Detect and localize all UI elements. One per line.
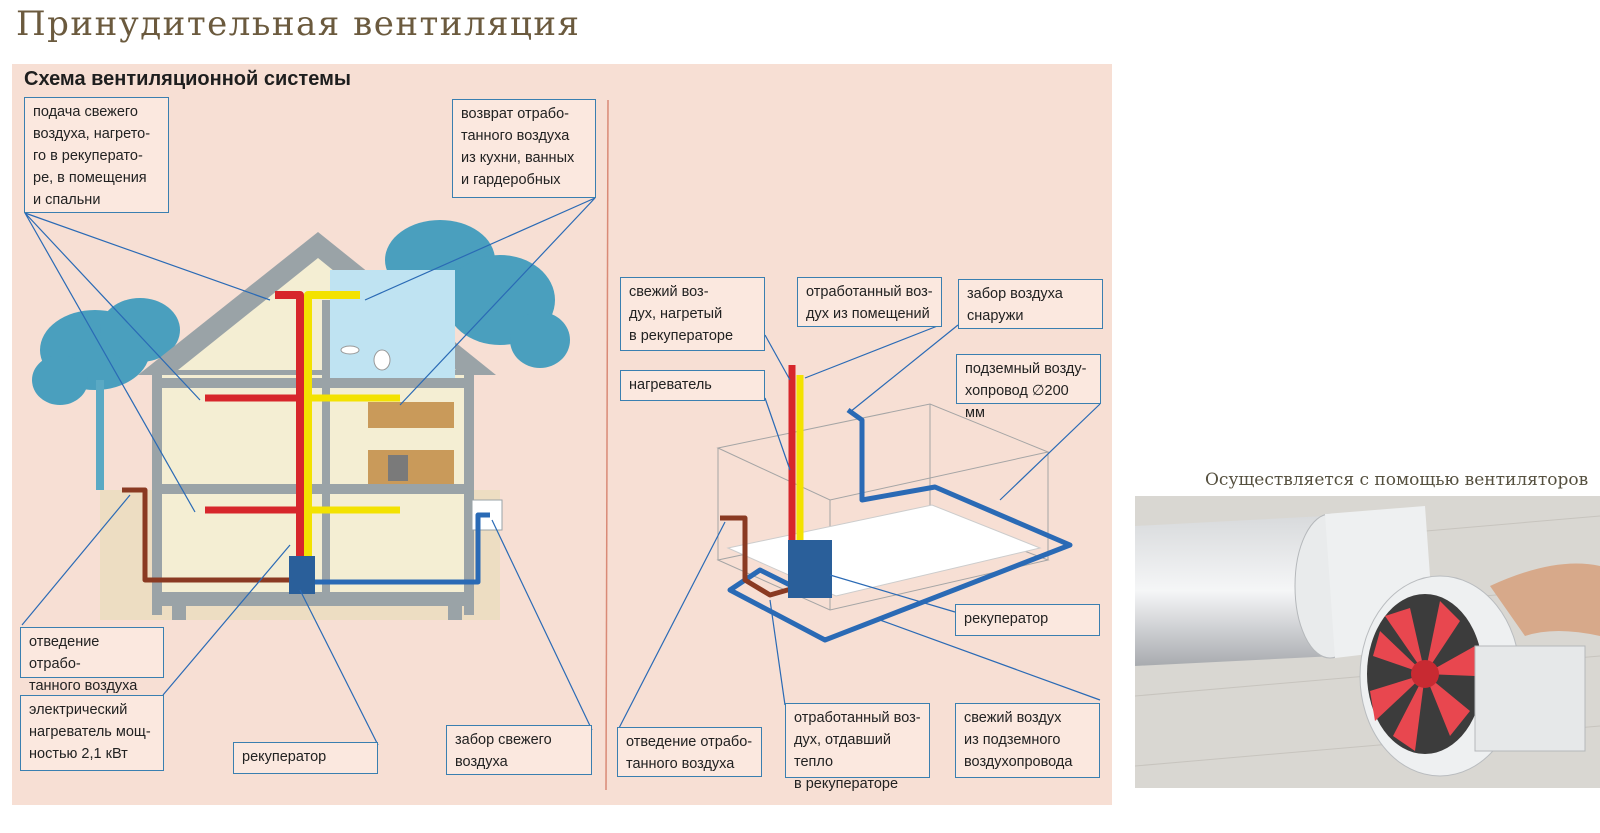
label-exhaust-from-rooms: отработанный воз- дух из помещений [797, 277, 942, 327]
leader-lines [21, 197, 1101, 746]
ventilation-diagram [21, 99, 1101, 791]
panel-divider [605, 99, 609, 791]
label-recuperator-left: рекуператор [233, 742, 378, 774]
label-exhaust-out-left: отведение отрабо- танного воздуха [20, 627, 164, 694]
duct-fan-photo [1135, 496, 1600, 788]
label-fresh-underground: свежий воздух из подземного воздухопрово… [955, 703, 1100, 778]
label-exhaust-return: возврат отрабо- танного воздуха из кухни… [452, 99, 596, 198]
label-underground-duct: подземный возду- хопровод ∅200 мм [956, 354, 1101, 421]
label-fresh-supply: подача свежего воздуха, нагрето- го в ре… [24, 97, 169, 213]
house-ducts [122, 291, 490, 594]
sink-icon [340, 345, 360, 355]
photo-caption: Осуществляется с помощью вентиляторов [1205, 470, 1589, 490]
basement-box [716, 403, 1050, 611]
label-recuperator-right: рекуператор [955, 604, 1100, 636]
page-title: Принудительная вентиляция [16, 4, 581, 44]
toilet-icon [373, 349, 391, 371]
tree-left [32, 298, 180, 490]
label-exhaust-out-right: отведение отрабо- танного воздуха [617, 727, 762, 777]
label-fresh-heated: свежий воз- дух, нагретый в рекуператоре [620, 277, 765, 351]
diagram-title: Схема вентиляционной системы [24, 68, 351, 90]
label-exhaust-heat: отработанный воз- дух, отдавший тепло в … [785, 703, 930, 792]
label-fresh-intake: забор свежего воздуха [446, 725, 592, 775]
label-heater-right: нагреватель [620, 370, 765, 401]
label-heater-left: электрический нагреватель мощ- ностью 2,… [20, 695, 164, 771]
label-outside-intake: забор воздуха снаружи [958, 279, 1103, 329]
basement-ducts [720, 365, 1073, 643]
